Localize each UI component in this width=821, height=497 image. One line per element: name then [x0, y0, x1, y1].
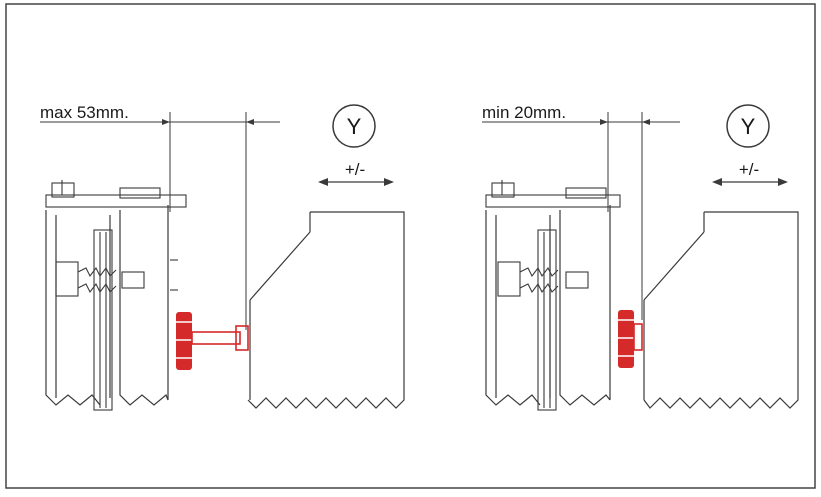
- cabinet-panel-left: [45, 205, 169, 406]
- door-panel-left: [247, 211, 405, 409]
- dimension-arrow-left-b: [246, 119, 254, 125]
- arrow-left-icon: [712, 178, 722, 186]
- arrow-left-icon: [318, 178, 328, 186]
- hinge-mechanism-left: [45, 180, 187, 411]
- screw-head-right: [618, 310, 634, 368]
- panel-right: min 20mm. Y +/-: [482, 103, 799, 411]
- diagram-frame: [5, 3, 816, 489]
- hinge-mechanism-right: [485, 180, 621, 411]
- dimension-arrow-right-b: [642, 119, 650, 125]
- arrow-right-icon: [778, 178, 788, 186]
- door-panel-right: [643, 211, 799, 409]
- axis-circle-left: [332, 104, 376, 148]
- measure-label-right: min 20mm.: [482, 103, 566, 122]
- axis-label-left: Y: [347, 114, 362, 139]
- axis-label-right: Y: [741, 114, 756, 139]
- axis-circle-right: [726, 104, 770, 148]
- direction-label-right: +/-: [739, 160, 759, 179]
- screw-head-left: [176, 312, 192, 370]
- screw-shaft-right: [633, 323, 643, 351]
- cabinet-panel-right: [485, 205, 611, 406]
- dimension-arrow-right-a: [600, 119, 608, 125]
- measure-label-left: max 53mm.: [40, 103, 129, 122]
- direction-label-left: +/-: [345, 160, 365, 179]
- adjustment-screw-right: [618, 310, 643, 368]
- dimension-arrow-left-a: [162, 119, 170, 125]
- adjustment-screw-left: [176, 312, 249, 370]
- panel-left: max 53mm. Y +/-: [40, 103, 405, 411]
- screw-shaft-left: [191, 331, 241, 345]
- arrow-right-icon: [384, 178, 394, 186]
